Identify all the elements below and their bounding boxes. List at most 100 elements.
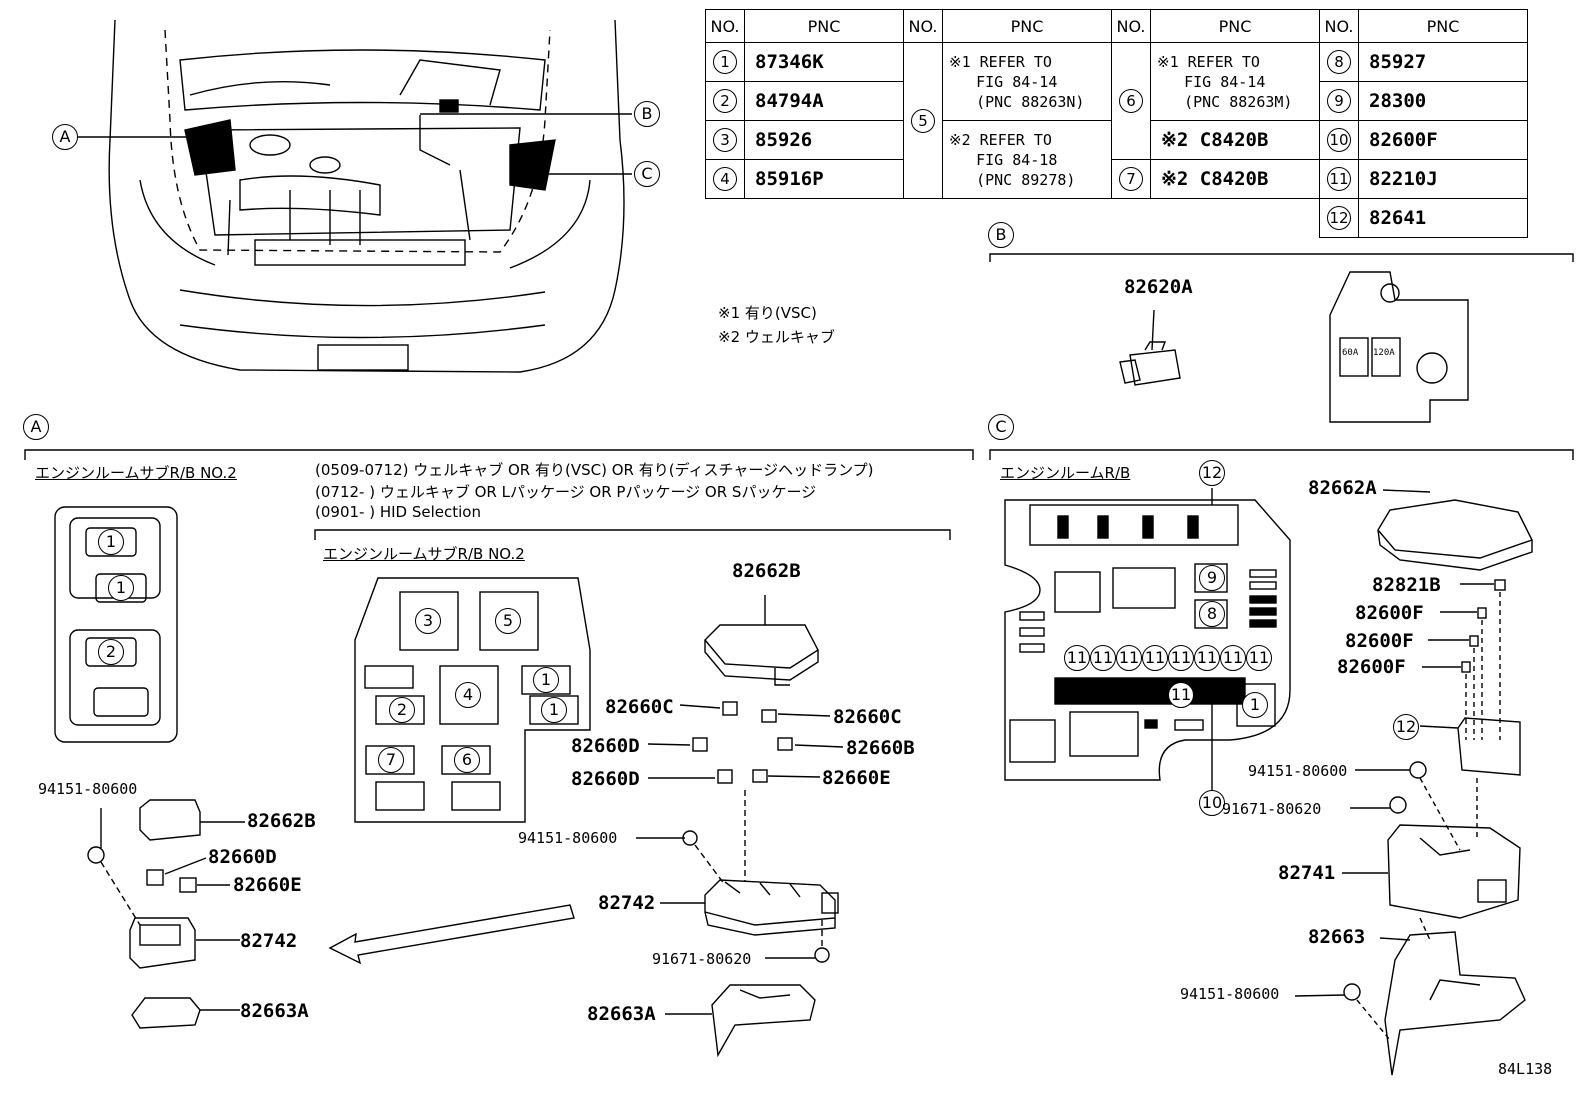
header-no: NO. (1111, 9, 1151, 43)
connector-82620a-drawing (1119, 309, 1181, 386)
slot-10: 10 (1199, 790, 1225, 816)
header-no: NO. (903, 9, 943, 43)
pnc-value: 28300 (1358, 81, 1528, 121)
item-number: 1 (713, 50, 737, 74)
slot-11: 11 (1246, 645, 1272, 671)
pnc-table: NO. PNC NO. PNC NO. PNC NO. PNC 1 87346K… (705, 9, 1528, 238)
header-pnc: PNC (744, 9, 904, 43)
header-pnc: PNC (1358, 9, 1528, 43)
part-82662b: 82662B (732, 560, 801, 582)
item-number: 5 (911, 108, 935, 133)
bracket-82663a-drawing (711, 984, 816, 1058)
part-82660d: 82660D (208, 846, 277, 868)
relay-block-82641-drawing (1419, 717, 1521, 776)
item-number: 11 (1327, 167, 1351, 191)
slot-2: 2 (98, 639, 124, 665)
pnc-value: 82210J (1358, 159, 1528, 199)
refer-note: ※2 REFER TO FIG 84-18 (PNC 89278) (942, 120, 1112, 199)
slot-11: 11 (1064, 645, 1090, 671)
slot-1: 1 (533, 667, 559, 693)
part-82660c: 82660C (605, 696, 674, 718)
part-82663a: 82663A (240, 1000, 309, 1022)
item-number: 2 (713, 89, 737, 113)
slot-11: 11 (1142, 645, 1168, 671)
fuse-120a: 120A (1373, 348, 1395, 358)
item-number: 8 (1327, 50, 1351, 74)
slot-1: 1 (108, 575, 134, 601)
header-pnc: PNC (942, 9, 1112, 43)
part-82600f: 82600F (1345, 630, 1414, 652)
slot-1: 1 (1242, 692, 1268, 718)
part-91671-80620: 91671-80620 (1222, 800, 1322, 818)
part-82600f: 82600F (1337, 656, 1406, 678)
pnc-value: 82600F (1358, 120, 1528, 160)
callout-a: A (52, 124, 78, 150)
slot-12: 12 (1199, 460, 1225, 486)
part-94151-80600: 94151-80600 (1248, 762, 1348, 780)
relays-group (692, 701, 793, 784)
item-number: 12 (1327, 206, 1351, 230)
block-82742-drawing (704, 879, 839, 936)
part-82660b: 82660B (846, 737, 915, 759)
condition-line-1: (0509-0712) ウェルキャブ OR 有り(VSC) OR 有り(ディスチ… (315, 461, 874, 479)
part-94151-80600: 94151-80600 (38, 780, 138, 798)
part-91671-80620: 91671-80620 (652, 950, 752, 968)
slot-9: 9 (1199, 565, 1225, 591)
part-82660d: 82660D (571, 735, 640, 757)
pnc-value: 85927 (1358, 42, 1528, 82)
bracket-82663a-small-drawing (131, 997, 201, 1029)
fuse-60a: 60A (1342, 348, 1359, 358)
pnc-value: 85926 (744, 120, 904, 160)
block-82741-drawing (1387, 824, 1521, 919)
slot-11: 11 (1116, 645, 1142, 671)
section-a-marker: A (23, 414, 49, 440)
bracket-82663-drawing (1384, 931, 1526, 1076)
slot-11: 11 (1090, 645, 1116, 671)
header-pnc: PNC (1150, 9, 1320, 43)
part-82662a: 82662A (1308, 477, 1377, 499)
part-82742: 82742 (598, 892, 656, 914)
engine-room-rb-layout (1004, 488, 1291, 792)
slot-2: 2 (389, 697, 415, 723)
cover-82662b-small-drawing (139, 799, 201, 841)
car-front-illustration (108, 19, 625, 373)
part-94151-80600: 94151-80600 (518, 829, 618, 847)
part-82620a: 82620A (1124, 276, 1193, 298)
slot-4: 4 (455, 682, 481, 708)
footnote-welcab: ※2 ウェルキャブ (718, 328, 835, 346)
part-82660e: 82660E (233, 874, 302, 896)
slot-12: 12 (1393, 714, 1419, 740)
slot-11: 11 (1194, 645, 1220, 671)
condition-line-3: (0901- ) HID Selection (315, 503, 481, 521)
refer-note: ※1 REFER TO FIG 84-14 (PNC 88263N) (942, 42, 1112, 121)
part-82600f: 82600F (1355, 602, 1424, 624)
part-82662b: 82662B (247, 810, 316, 832)
slot-11: 11 (1168, 645, 1194, 671)
header-no: NO. (705, 9, 745, 43)
section-c-title: エンジンルームR/B (1000, 464, 1131, 482)
item-number: 7 (1119, 167, 1143, 191)
slot-7: 7 (378, 747, 404, 773)
slot-1: 1 (98, 529, 124, 555)
sub-rb-large-layout (354, 577, 591, 823)
part-82663: 82663 (1308, 926, 1366, 948)
section-a-title: エンジンルームサブR/B NO.2 (35, 464, 237, 482)
part-82660e: 82660E (822, 767, 891, 789)
block-82742-small-drawing (129, 917, 196, 969)
slot-5: 5 (495, 608, 521, 634)
sub-rb-small-layout (54, 506, 178, 743)
slot-6: 6 (454, 747, 480, 773)
part-82663a: 82663A (587, 1003, 656, 1025)
refer-note: ※1 REFER TO FIG 84-14 (PNC 88263M) (1150, 42, 1320, 121)
cover-82662b-drawing (704, 595, 819, 686)
slot-3: 3 (415, 608, 441, 634)
part-82821b: 82821B (1372, 574, 1441, 596)
callout-c: C (634, 161, 660, 187)
callout-b: B (634, 101, 660, 127)
slot-11: 11 (1220, 645, 1246, 671)
header-no: NO. (1319, 9, 1359, 43)
item-number: 9 (1327, 89, 1351, 113)
pnc-value: 82641 (1358, 198, 1528, 238)
item-number: 10 (1327, 128, 1351, 152)
